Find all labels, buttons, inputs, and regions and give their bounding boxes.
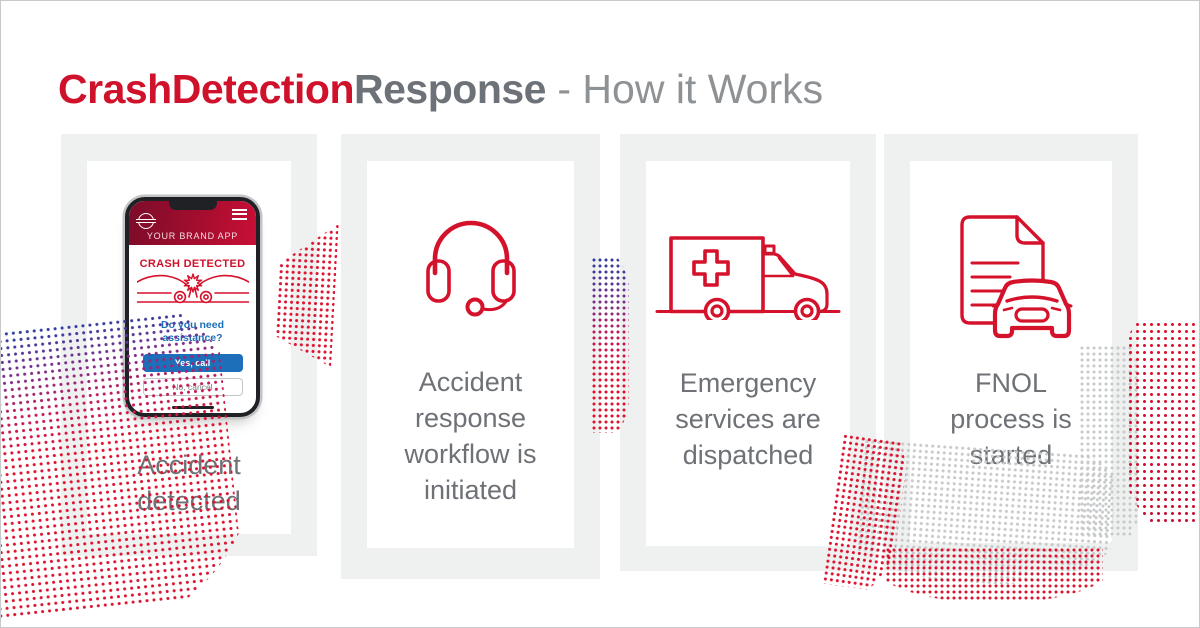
phone-app-body: CRASH DETECTED	[129, 258, 256, 396]
step-card: FNOL process is started	[910, 161, 1112, 543]
hamburger-menu-icon	[232, 209, 247, 222]
step-label: Emergency services are dispatched	[675, 368, 821, 470]
step-label: Accident detected	[137, 450, 241, 516]
step-panel-accident-detected: YOUR BRAND APP CRASH DETECTED	[61, 134, 317, 556]
step-panel-fnol-started: FNOL process is started	[884, 134, 1138, 571]
phone-home-indicator	[171, 405, 214, 409]
step-panel-services-dispatched: Emergency services are dispatched	[620, 134, 876, 571]
step-card: Accident response workflow is initiated	[367, 161, 574, 548]
headset-icon	[425, 220, 516, 317]
title-suffix: - How it Works	[545, 66, 824, 113]
step-card: YOUR BRAND APP CRASH DETECTED	[87, 161, 291, 534]
title-brand-red: CrashDetection	[58, 66, 355, 113]
title-brand-gray: Response	[354, 66, 546, 113]
document-car-icon	[960, 215, 1073, 339]
step-panel-workflow-initiated: Accident response workflow is initiated	[341, 134, 600, 579]
phone-notch	[168, 201, 217, 210]
step-label: Accident response workflow is initiated	[404, 367, 537, 505]
step-label: FNOL process is started	[950, 368, 1072, 470]
brand-logo-icon	[136, 213, 156, 229]
assistance-question-label: Do you need assistance?	[160, 319, 224, 344]
page-title: CrashDetectionResponse - How it Works	[58, 66, 823, 113]
car-collision-icon	[135, 273, 250, 304]
ambulance-icon	[655, 236, 841, 320]
no-cancel-button: No, cancel	[142, 378, 243, 396]
smartphone-frame: YOUR BRAND APP CRASH DETECTED	[125, 197, 260, 417]
app-name-label: YOUR BRAND APP	[146, 231, 239, 241]
yes-call-button: Yes, call	[142, 354, 243, 372]
step-card: Emergency services are dispatched	[646, 161, 850, 546]
phone-mockup: YOUR BRAND APP CRASH DETECTED	[87, 161, 291, 421]
crash-detected-label: CRASH DETECTED	[139, 258, 246, 270]
